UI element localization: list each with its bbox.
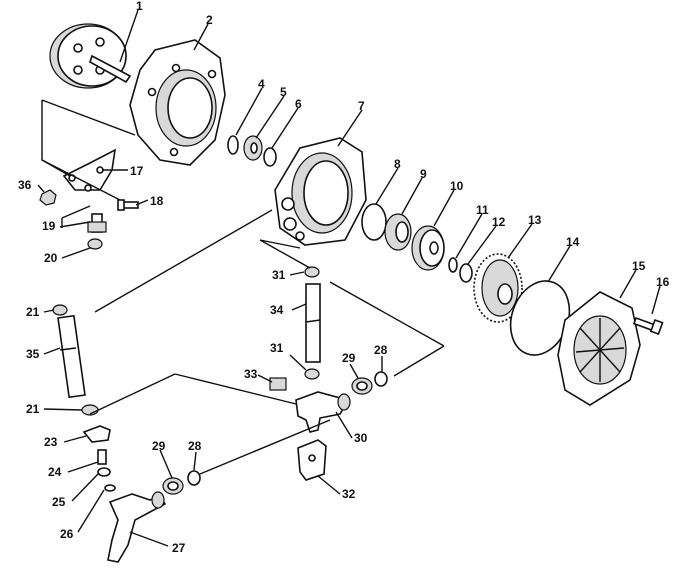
part-35-hose [57, 314, 86, 399]
part-18-bolt [117, 199, 139, 211]
part-21-clamp-top [52, 304, 68, 316]
label-15: 15 [632, 259, 646, 273]
part-9-seal [384, 213, 412, 251]
label-8: 8 [394, 157, 401, 171]
label-11: 11 [476, 203, 489, 217]
label-4: 4 [258, 77, 265, 91]
label-6: 6 [295, 97, 302, 111]
label-30: 30 [354, 431, 368, 445]
part-2-housing [129, 39, 226, 166]
part-33-cap [269, 377, 287, 391]
part-6-ring [263, 147, 277, 167]
part-19-sensor [87, 213, 107, 233]
leader-lines [37, 9, 661, 547]
label-5: 5 [280, 85, 287, 99]
part-25-washer [97, 467, 111, 477]
part-12-ring [459, 263, 473, 283]
part-23-fitting [82, 425, 111, 443]
label-10: 10 [450, 179, 464, 193]
part-4-ring [227, 135, 239, 155]
part-13-gear [473, 253, 523, 323]
part-28-washer-upper [374, 371, 388, 387]
part-5-washer [243, 135, 263, 161]
label-12: 12 [492, 215, 506, 229]
part-31-clamp-bottom [304, 368, 320, 380]
part-7-pump-body [274, 137, 367, 246]
label-16: 16 [656, 275, 670, 289]
part-28-washer-lower [187, 470, 201, 486]
label-31-bottom: 31 [270, 341, 284, 355]
part-30-tee [295, 391, 351, 433]
label-14: 14 [566, 235, 580, 249]
part-32-bracket [297, 439, 327, 481]
label-33: 33 [244, 367, 258, 381]
part-1-rotor [49, 23, 132, 89]
label-20: 20 [44, 251, 58, 265]
part-31-clamp-top [304, 266, 320, 278]
part-36-nut [39, 189, 57, 206]
label-32: 32 [342, 487, 356, 501]
label-28-lower: 28 [188, 439, 202, 453]
label-25: 25 [52, 495, 66, 509]
part-24-bolt [97, 449, 107, 465]
label-24: 24 [48, 465, 62, 479]
assembly-lines [41, 99, 445, 475]
label-23: 23 [44, 435, 58, 449]
label-28-upper: 28 [374, 343, 388, 357]
part-20-nut [87, 238, 103, 250]
label-29-lower: 29 [152, 439, 166, 453]
label-19: 19 [42, 219, 56, 233]
part-34-hose [305, 283, 321, 363]
part-16-bolt [632, 316, 664, 336]
label-2: 2 [206, 13, 213, 27]
label-17: 17 [130, 164, 144, 178]
label-34: 34 [270, 303, 284, 317]
part-27-elbow [107, 491, 167, 563]
part-10-bearing [411, 225, 445, 271]
label-35: 35 [26, 347, 40, 361]
label-13: 13 [528, 213, 542, 227]
callout-numbers: 1 2 4 5 6 7 8 9 10 11 12 13 14 15 16 17 … [18, 0, 670, 555]
part-29-nut-upper [351, 377, 373, 395]
label-27: 27 [172, 541, 186, 555]
label-21-top: 21 [26, 305, 40, 319]
label-1: 1 [136, 0, 143, 13]
part-11-clip [448, 257, 458, 273]
label-21-bottom: 21 [26, 402, 40, 416]
part-26-washer [104, 484, 116, 492]
label-18: 18 [150, 194, 164, 208]
label-9: 9 [420, 167, 427, 181]
label-31-top: 31 [272, 268, 286, 282]
part-17-bracket [62, 148, 117, 192]
part-29-nut-lower [162, 477, 184, 495]
label-29-upper: 29 [342, 351, 356, 365]
part-8-o-ring [361, 203, 387, 241]
label-36: 36 [18, 178, 32, 192]
part-15-cover [557, 291, 641, 406]
label-7: 7 [358, 99, 365, 113]
label-26: 26 [60, 527, 74, 541]
